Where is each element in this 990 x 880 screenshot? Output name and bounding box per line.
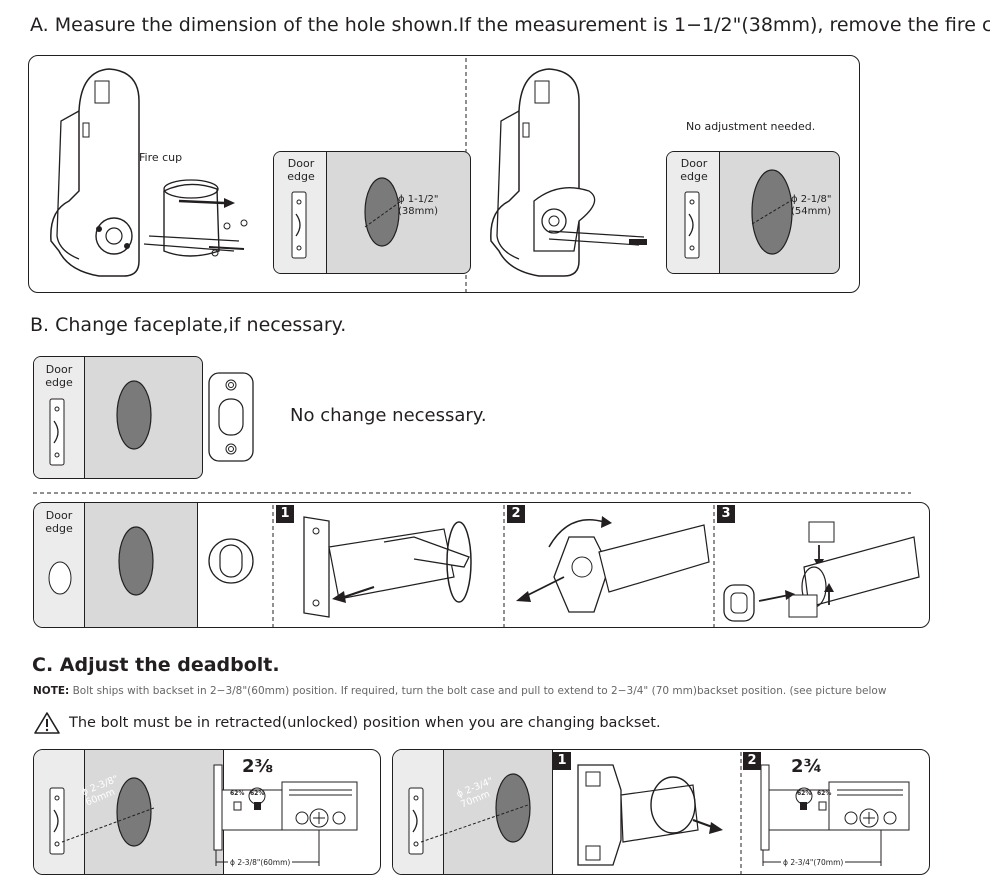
section-c-note: NOTE: Bolt ships with backset in 2−3/8"(… <box>33 685 886 697</box>
faceplate-and-hole <box>49 380 152 466</box>
step-number-2: 2 <box>507 505 525 523</box>
step-number-1: 1 <box>276 505 294 523</box>
backset-70mm-panel: ϕ 2-3/4" 70mm 1 2 2¾ 62% 62% ϕ 2-3/4"(70… <box>392 749 930 875</box>
section-b-divider <box>33 492 911 494</box>
lock-body-fire-cup-illustration <box>50 68 248 277</box>
door-edge-gray <box>85 750 224 874</box>
percent-label-a: 62% <box>797 790 812 797</box>
step-dividers <box>503 505 715 627</box>
backset-70mm-drawing <box>408 752 910 874</box>
note-label: NOTE: <box>33 685 70 697</box>
no-change-text: No change necessary. <box>290 405 487 426</box>
door-edge-label: Door edge <box>45 363 73 389</box>
lock-body-no-fire-cup-illustration <box>490 68 647 277</box>
section-b-steps-panel: Door edge 1 2 3 <box>33 502 930 628</box>
door-edge-box-small-hole: Door edge ϕ 1-1/2" (38mm) <box>273 151 471 274</box>
fire-cup-label: Fire cup <box>139 151 183 164</box>
faceplate-and-hole <box>684 169 793 259</box>
hole-dimension-label: ϕ 1-1/2" (38mm) <box>398 194 439 217</box>
attach-new-faceplate-illustration <box>723 521 920 622</box>
section-a-heading: A. Measure the dimension of the hole sho… <box>30 14 990 36</box>
backset-fraction: 2⅜ <box>242 756 274 777</box>
warning-text: The bolt must be in retracted(unlocked) … <box>69 715 661 731</box>
backset-fraction: 2¾ <box>791 756 823 777</box>
rounded-faceplate-icon <box>208 372 254 462</box>
screwdriver-remove-faceplate-illustration <box>303 516 472 618</box>
no-adjustment-label: No adjustment needed. <box>686 120 816 133</box>
percent-label-a: 62% <box>230 790 245 797</box>
faceplate-and-hole <box>291 177 401 259</box>
divider-line <box>465 58 467 292</box>
percent-label-b: 62% <box>250 790 265 797</box>
note-text: Bolt ships with backset in 2−3/8"(60mm) … <box>69 685 887 697</box>
percent-label-b: 62% <box>817 790 832 797</box>
step-number-1: 1 <box>553 752 571 770</box>
hole-dimension-label: ϕ 2-1/8" (54mm) <box>791 194 832 217</box>
door-edge-label: Door edge <box>45 509 73 535</box>
door-edge-label: Door edge <box>680 157 708 183</box>
backset-measure-label: ϕ 2-3/8"(60mm) <box>228 858 293 867</box>
backset-60mm-drawing <box>49 764 358 866</box>
section-a-panel: Fire cup Door edge ϕ 1-1/2" (38mm) <box>28 55 860 293</box>
door-edge-box-b1: Door edge <box>33 356 203 479</box>
rotate-faceplate-illustration <box>516 516 710 613</box>
section-c-heading: C. Adjust the deadbolt. <box>32 654 280 676</box>
backset-60mm-panel: ϕ 2-3/8" 60mm 2⅜ 62% 62% ϕ 2-3/8"(60mm) <box>33 749 381 875</box>
door-edge-box-large-hole: Door edge ϕ 2-1/8" (54mm) <box>666 151 840 274</box>
door-edge-label: Door edge <box>287 157 315 183</box>
hole-round-and-oval <box>48 505 274 627</box>
step-number-2: 2 <box>743 752 761 770</box>
warning-icon <box>34 712 60 734</box>
backset-measure-label: ϕ 2-3/4"(70mm) <box>781 858 846 867</box>
section-b-heading: B. Change faceplate,if necessary. <box>30 314 347 336</box>
step-number-3: 3 <box>717 505 735 523</box>
